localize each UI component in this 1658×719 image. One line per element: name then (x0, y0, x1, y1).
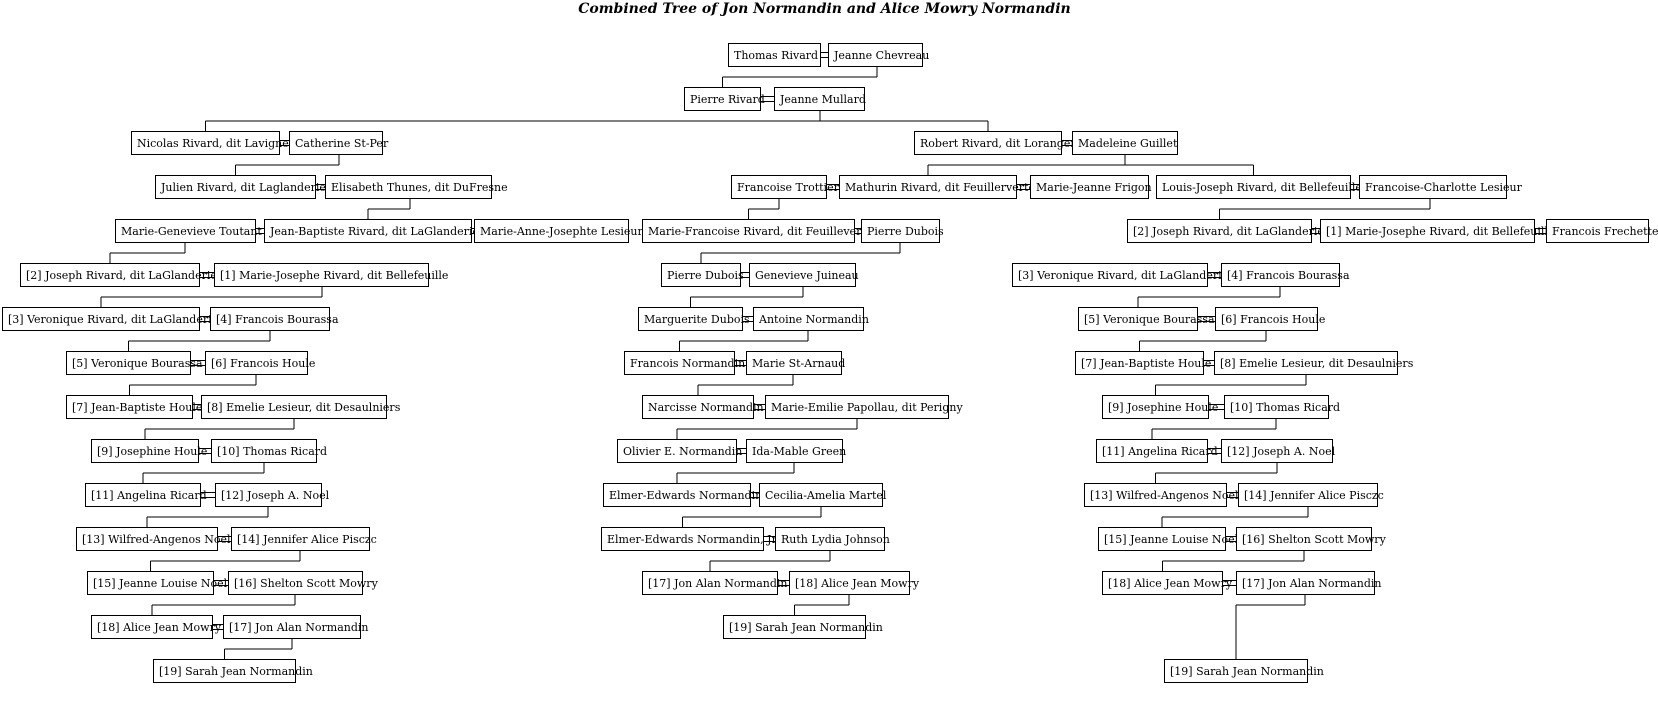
person-box: [16] Shelton Scott Mowry (228, 571, 378, 595)
person-box: [6] Francois Houle (205, 351, 315, 375)
person-box: [15] Jeanne Louise Noel (1098, 527, 1238, 551)
person-box: [3] Veronique Rivard, dit LaGlanderie (1012, 263, 1228, 287)
person-box: [17] Jon Alan Normandin (1236, 571, 1382, 595)
person-box: [17] Jon Alan Normandin (642, 571, 788, 595)
person-box: Madeleine Guillet (1072, 131, 1178, 155)
person-box: Francois Frechette (1546, 219, 1658, 243)
person-box: [14] Jennifer Alice Pisczc (1238, 483, 1384, 507)
diagram-title: Combined Tree of Jon Normandin and Alice… (578, 1, 1071, 17)
person-box: Elmer-Edwards Normandin (603, 483, 762, 507)
person-box: Ida-Mable Green (746, 439, 846, 463)
person-box: Narcisse Normandin (642, 395, 764, 419)
person-box: [16] Shelton Scott Mowry (1236, 527, 1386, 551)
person-box: Marie-Anne-Josephte Lesieur (474, 219, 643, 243)
person-box: [19] Sarah Jean Normandin (153, 659, 313, 683)
person-box: Marie-Jeanne Frigon (1030, 175, 1152, 199)
person-box: [5] Veronique Bourassa (1078, 307, 1215, 331)
person-box: Marguerite Dubois (638, 307, 750, 331)
person-box: [10] Thomas Ricard (1224, 395, 1340, 419)
person-box: [1] Marie-Josephe Rivard, dit Bellefeuil… (214, 263, 448, 287)
person-box: [2] Joseph Rivard, dit LaGlanderie (20, 263, 217, 287)
person-box: Francoise-Charlotte Lesieur (1359, 175, 1522, 199)
person-box: Louis-Joseph Rivard, dit Bellefeuille (1156, 175, 1362, 199)
person-box: Jeanne Mullard (774, 87, 866, 111)
person-box: Antoine Normandin (753, 307, 869, 331)
person-box: [2] Joseph Rivard, dit LaGlanderie (1127, 219, 1324, 243)
person-box: Marie-Francoise Rivard, dit Feuilleverte (642, 219, 872, 243)
person-box: [10] Thomas Ricard (211, 439, 327, 463)
person-box: Francois Normandin (624, 351, 745, 375)
person-box: [19] Sarah Jean Normandin (1164, 659, 1324, 683)
person-box: [13] Wilfred-Angenos Noel (76, 527, 231, 551)
person-box: [19] Sarah Jean Normandin (723, 615, 883, 639)
person-box: Genevieve Juineau (749, 263, 859, 287)
person-box: Elmer-Edwards Normandin, Jr. (601, 527, 779, 551)
person-box: Marie-Emilie Papollau, dit Perigny (765, 395, 963, 419)
person-box: Thomas Rivard (728, 43, 821, 67)
person-box: [1] Marie-Josephe Rivard, dit Bellefeuil… (1320, 219, 1554, 243)
person-box: [8] Emelie Lesieur, dit Desaulniers (201, 395, 400, 419)
person-box: Pierre Dubois (661, 263, 744, 287)
person-box: [18] Alice Jean Mowry (91, 615, 221, 639)
person-box: Pierre Rivard (684, 87, 765, 111)
person-box: Jeanne Chevreau (828, 43, 929, 67)
person-box: Marie St-Arnaud (746, 351, 845, 375)
person-box: Catherine St-Per (289, 131, 388, 155)
person-box: Nicolas Rivard, dit Lavigne (131, 131, 289, 155)
person-box: Elisabeth Thunes, dit DuFresne (325, 175, 508, 199)
person-box: [14] Jennifer Alice Pisczc (231, 527, 377, 551)
person-box: [9] Josephine Houle (1102, 395, 1218, 419)
person-box: [7] Jean-Baptiste Houle (66, 395, 202, 419)
person-box: Ruth Lydia Johnson (775, 527, 890, 551)
person-box: Mathurin Rivard, dit Feuillerverte (839, 175, 1035, 199)
person-box: [11] Angelina Ricard (85, 483, 207, 507)
person-box: Robert Rivard, dit Loranger (914, 131, 1076, 155)
person-box: [3] Veronique Rivard, dit LaGlanderie (2, 307, 218, 331)
person-box: [9] Josephine Houle (91, 439, 207, 463)
person-box: [5] Veronique Bourassa (66, 351, 203, 375)
person-box: [17] Jon Alan Normandin (223, 615, 369, 639)
person-box: Olivier E. Normandin (617, 439, 742, 463)
person-box: [18] Alice Jean Mowry (789, 571, 919, 595)
person-box: [4] Francois Bourassa (1221, 263, 1350, 287)
person-box: [6] Francois Houle (1215, 307, 1325, 331)
person-box: Cecilia-Amelia Martel (759, 483, 886, 507)
person-box: Francoise Trottier (731, 175, 839, 199)
person-box: Pierre Dubois (861, 219, 944, 243)
person-box: [8] Emelie Lesieur, dit Desaulniers (1214, 351, 1413, 375)
person-box: [4] Francois Bourassa (210, 307, 339, 331)
person-box: [11] Angelina Ricard (1096, 439, 1218, 463)
person-box: [12] Joseph A. Noel (1221, 439, 1335, 463)
person-box: [15] Jeanne Louise Noel (87, 571, 227, 595)
person-box: Julien Rivard, dit Laglanderie (155, 175, 326, 199)
person-box: [18] Alice Jean Mowry (1102, 571, 1232, 595)
person-box: Marie-Genevieve Toutant (115, 219, 262, 243)
person-box: Jean-Baptiste Rivard, dit LaGlanderie (264, 219, 479, 243)
person-box: [13] Wilfred-Angenos Noel (1084, 483, 1239, 507)
person-box: [7] Jean-Baptiste Houle (1075, 351, 1211, 375)
person-box: [12] Joseph A. Noel (215, 483, 329, 507)
